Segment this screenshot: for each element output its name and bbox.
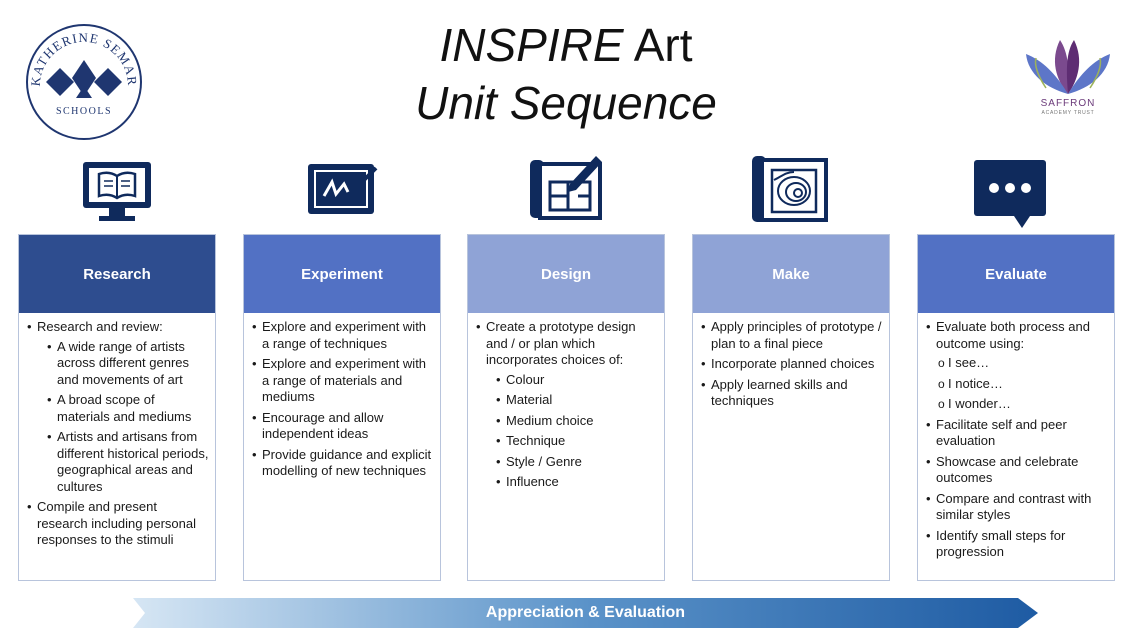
list-item: Incorporate planned choices — [701, 356, 883, 373]
list-item: A wide range of artists across different… — [47, 339, 209, 389]
list-item: Technique — [496, 433, 658, 450]
appreciation-label: Appreciation & Evaluation — [485, 604, 686, 621]
list-item: Compile and present research including p… — [27, 499, 209, 549]
research-body: Research and review: A wide range of art… — [19, 313, 215, 549]
title-rest: Art — [623, 19, 693, 71]
svg-text:SCHOOLS: SCHOOLS — [56, 106, 112, 117]
list-item: A broad scope of materials and mediums — [47, 392, 209, 425]
list-item: Influence — [496, 474, 658, 491]
appreciation-arrow — [133, 598, 1038, 628]
list-item: Showcase and celebrate outcomes — [926, 454, 1108, 487]
column-evaluate: Evaluate Evaluate both process and outco… — [917, 234, 1115, 581]
design-body: Create a prototype design and / or plan … — [468, 313, 664, 491]
list-item: Colour — [496, 372, 658, 389]
make-body: Apply principles of prototype / plan to … — [693, 313, 889, 410]
design-intro: Create a prototype design and / or plan … — [486, 319, 636, 367]
evaluate-body: Evaluate both process and outcome using:… — [918, 313, 1114, 561]
evaluate-intro: Evaluate both process and outcome using: — [936, 319, 1090, 351]
list-item: I wonder… — [938, 396, 1108, 413]
list-item: Identify small steps for progression — [926, 528, 1108, 561]
list-item: Style / Genre — [496, 454, 658, 471]
blueprint-pencil-icon — [526, 150, 606, 230]
list-item: Research and review: A wide range of art… — [27, 319, 209, 495]
page-title: INSPIRE Art — [0, 18, 1132, 72]
list-item: Medium choice — [496, 413, 658, 430]
column-make: Make Apply principles of prototype / pla… — [692, 234, 890, 581]
list-item: I see… — [938, 355, 1108, 372]
column-research: Research Research and review: A wide ran… — [18, 234, 216, 581]
list-item: Encourage and allow independent ideas — [252, 410, 434, 443]
blueprint-scroll-icon — [750, 150, 830, 230]
research-intro: Research and review: — [37, 319, 163, 334]
list-item: Explore and experiment with a range of m… — [252, 356, 434, 406]
research-heading: Research — [19, 235, 215, 313]
design-heading: Design — [468, 235, 664, 313]
list-item: Material — [496, 392, 658, 409]
list-item: Compare and contrast with similar styles — [926, 491, 1108, 524]
list-item: Evaluate both process and outcome using:… — [926, 319, 1108, 413]
experiment-body: Explore and experiment with a range of t… — [244, 313, 440, 480]
saffron-sub: ACADEMY TRUST — [1041, 110, 1095, 116]
title-emphasis: INSPIRE — [439, 19, 624, 71]
list-item: Artists and artisans from different hist… — [47, 429, 209, 495]
column-design: Design Create a prototype design and / o… — [467, 234, 665, 581]
make-heading: Make — [693, 235, 889, 313]
list-item: Provide guidance and explicit modelling … — [252, 447, 434, 480]
column-experiment: Experiment Explore and experiment with a… — [243, 234, 441, 581]
list-item: Create a prototype design and / or plan … — [476, 319, 658, 491]
list-item: Facilitate self and peer evaluation — [926, 417, 1108, 450]
drawing-board-icon — [302, 150, 382, 230]
speech-bubble-icon — [972, 150, 1052, 230]
katherine-semar-logo: KATHERINE SEMAR SCHOOLS — [24, 22, 144, 142]
list-item: I notice… — [938, 376, 1108, 393]
list-item: Apply learned skills and techniques — [701, 377, 883, 410]
book-monitor-icon — [77, 150, 157, 230]
experiment-heading: Experiment — [244, 235, 440, 313]
list-item: Explore and experiment with a range of t… — [252, 319, 434, 352]
list-item: Apply principles of prototype / plan to … — [701, 319, 883, 352]
saffron-name: SAFFRON — [1040, 98, 1096, 109]
evaluate-heading: Evaluate — [918, 235, 1114, 313]
page-subtitle: Unit Sequence — [415, 77, 717, 129]
saffron-academy-logo: SAFFRON ACADEMY TRUST — [1016, 30, 1120, 120]
